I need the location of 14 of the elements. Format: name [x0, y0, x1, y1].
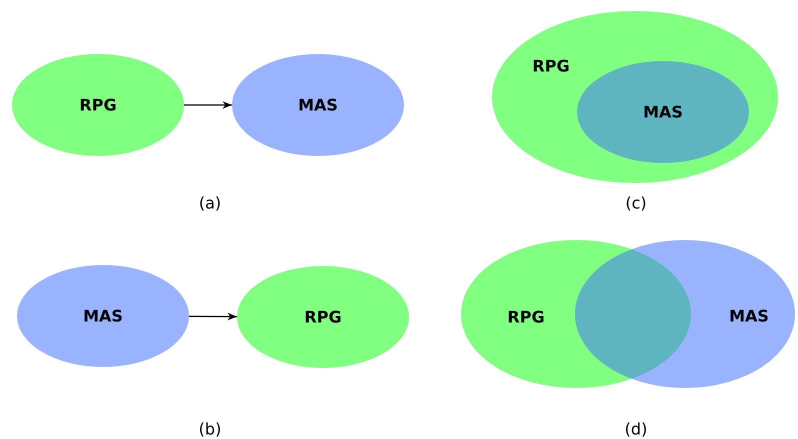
node-label: MAS	[83, 306, 123, 326]
panel-label: (d)	[624, 420, 648, 438]
node-label: MAS	[298, 96, 338, 114]
node-label: RPG	[304, 308, 342, 326]
node-label: RPG	[507, 308, 545, 326]
arrow	[184, 101, 232, 109]
node-label: MAS	[729, 306, 769, 326]
arrow	[189, 312, 237, 320]
panel-label: (a)	[198, 194, 222, 212]
node-label: RPG	[532, 56, 570, 76]
node-label: MAS	[643, 102, 683, 122]
node-label: RPG	[79, 96, 117, 114]
panel-label: (b)	[198, 420, 222, 438]
panel-label: (c)	[625, 194, 647, 212]
